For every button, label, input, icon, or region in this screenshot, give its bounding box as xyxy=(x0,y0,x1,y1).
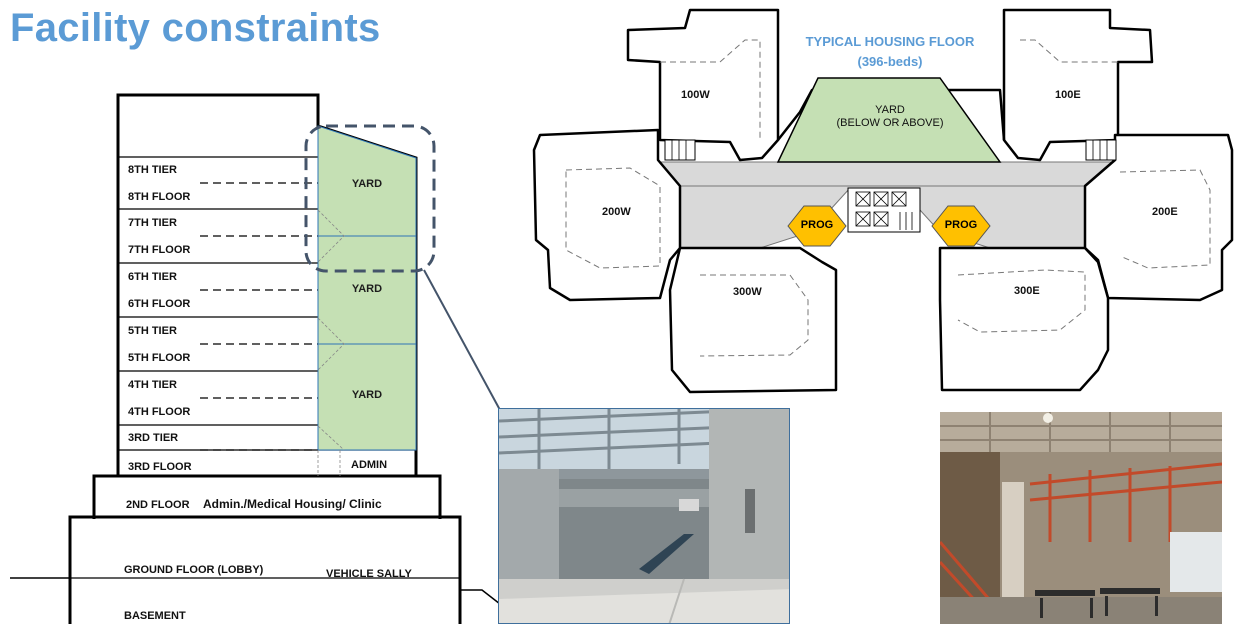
plan-yard xyxy=(776,77,1002,163)
housing-floor-plan xyxy=(532,8,1234,394)
floor-label: 8TH FLOOR xyxy=(128,191,191,203)
unit-label-100w: 100W xyxy=(681,89,710,101)
section-yard-label: YARD xyxy=(351,389,383,401)
basement-label: BASEMENT xyxy=(124,610,186,622)
prog-west xyxy=(787,205,847,247)
vehicle-sally-label: VEHICLE SALLY xyxy=(326,568,412,580)
admin-label: ADMIN xyxy=(351,459,388,471)
plan-title-line1: TYPICAL HOUSING FLOOR xyxy=(805,34,975,49)
floor-label: 7TH FLOOR xyxy=(128,244,191,256)
floor-label: 6TH TIER xyxy=(128,271,177,283)
floor-label: 4TH FLOOR xyxy=(128,406,191,418)
plan-title-line2: (396-beds) xyxy=(857,54,923,69)
yard-column xyxy=(317,125,417,476)
plan-yard-label: YARD (BELOW OR ABOVE) xyxy=(820,104,960,130)
floor-label: 8TH TIER xyxy=(128,164,177,176)
unit-label-100e: 100E xyxy=(1055,89,1081,101)
prog-label-west: PROG xyxy=(800,219,834,231)
unit-label-200w: 200W xyxy=(602,206,631,218)
section-yard-label: YARD xyxy=(351,283,383,295)
section-yard-label: YARD xyxy=(351,178,383,190)
page-title: Facility constraints xyxy=(10,6,381,50)
callout-leader xyxy=(423,269,501,411)
plan-title: TYPICAL HOUSING FLOOR (396-beds) xyxy=(780,32,1000,72)
building-section xyxy=(10,93,501,624)
ground-floor-label: GROUND FLOOR (LOBBY) xyxy=(124,564,264,576)
plan-yard-line2: (BELOW OR ABOVE) xyxy=(836,117,944,129)
prog-label-east: PROG xyxy=(944,219,978,231)
unit-label-300e: 300E xyxy=(1014,285,1040,297)
floor-label: 5TH FLOOR xyxy=(128,352,191,364)
floor-label: 3RD FLOOR xyxy=(128,461,192,473)
second-floor-use-label: Admin./Medical Housing/ Clinic xyxy=(203,497,382,511)
prog-east xyxy=(931,205,991,247)
dayroom-photo xyxy=(940,412,1222,624)
floor-label: 4TH TIER xyxy=(128,379,177,391)
second-floor-label: 2ND FLOOR xyxy=(126,499,190,511)
floor-label: 6TH FLOOR xyxy=(128,298,191,310)
floor-label: 3RD TIER xyxy=(128,432,179,444)
floor-label: 7TH TIER xyxy=(128,217,177,229)
floor-label: 5TH TIER xyxy=(128,325,177,337)
yard-photo xyxy=(498,408,790,624)
callout-box xyxy=(304,124,436,273)
plan-yard-line1: YARD xyxy=(875,104,905,116)
unit-label-200e: 200E xyxy=(1152,206,1178,218)
unit-label-300w: 300W xyxy=(733,286,762,298)
